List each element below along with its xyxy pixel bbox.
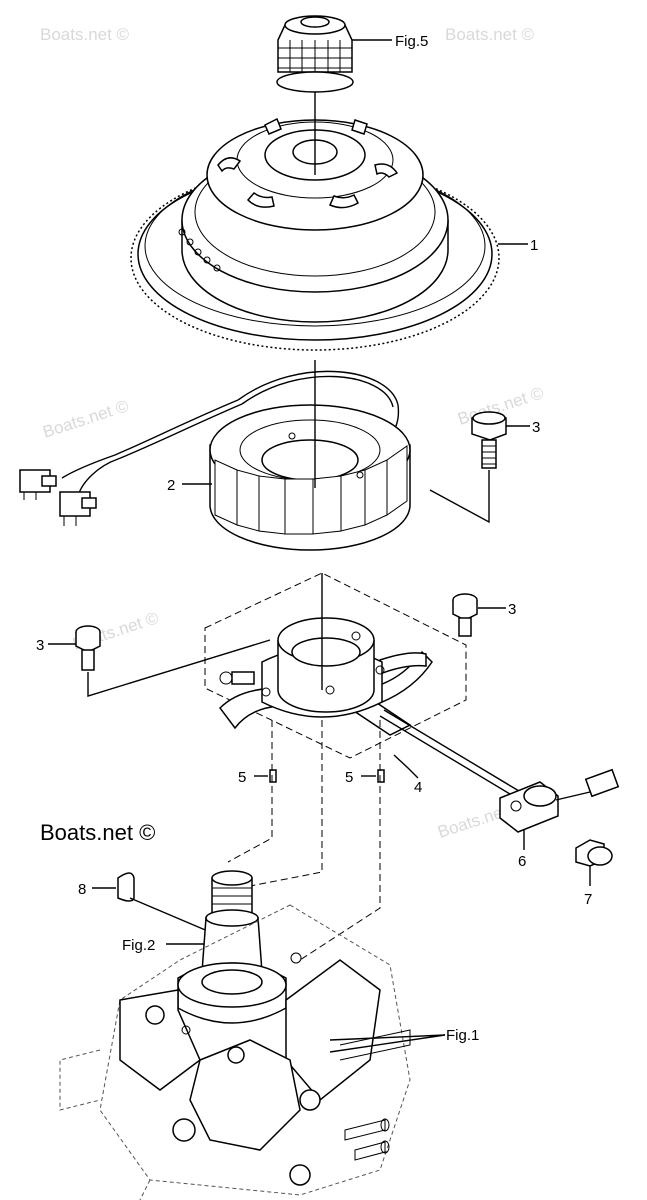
- callout-part-3: 3: [36, 637, 44, 654]
- callout-part-2: 2: [167, 477, 175, 494]
- flywheel-part-1: [130, 117, 500, 351]
- brand-watermark: Boats.net ©: [40, 820, 155, 845]
- lead-wire: [379, 715, 521, 801]
- bolt-part-3: [471, 411, 507, 469]
- lead-wire: [383, 709, 525, 795]
- callout-part-3: 3: [508, 601, 516, 618]
- alignment-line: [299, 720, 381, 961]
- connector-plug-right: [59, 491, 97, 526]
- dowel-pin-part-5: [377, 769, 385, 783]
- base-plate-part-4: [219, 617, 433, 736]
- pulley-nut-fig5: [276, 15, 354, 93]
- watermark: Boats.net ©: [40, 25, 130, 44]
- bolt-part-7: [575, 839, 613, 867]
- watermark: Boats.net ©: [445, 25, 535, 44]
- callout-fig1: Fig.1: [446, 1027, 479, 1044]
- bolt-part-3: [75, 625, 101, 671]
- callout-part-8: 8: [78, 881, 86, 898]
- assembly-outline: [204, 572, 467, 759]
- alignment-line: [239, 720, 323, 889]
- leader-line: [329, 1034, 446, 1053]
- callout-part-1: 1: [530, 237, 538, 254]
- alignment-line: [227, 720, 273, 863]
- sensor-part-6: [499, 768, 620, 833]
- watermark: Boats.net ©: [40, 396, 131, 442]
- callout-part-5: 5: [345, 769, 353, 786]
- callout-part-4: 4: [414, 779, 422, 796]
- leader-line: [129, 897, 211, 933]
- leader-line: [87, 639, 271, 697]
- leader-line: [393, 754, 419, 779]
- callout-part-5: 5: [238, 769, 246, 786]
- callout-fig5: Fig.5: [395, 33, 428, 50]
- callout-fig2: Fig.2: [122, 937, 155, 954]
- callout-part-3: 3: [532, 419, 540, 436]
- woodruff-key-part-8: [117, 872, 135, 902]
- callout-part-6: 6: [518, 853, 526, 870]
- bolt-part-3: [452, 593, 478, 637]
- leader-line: [429, 470, 490, 524]
- connector-plug-left: [19, 469, 57, 500]
- callout-part-7: 7: [584, 891, 592, 908]
- engine-block-fig1: [59, 904, 411, 1200]
- dowel-pin-part-5: [269, 769, 277, 783]
- crankshaft-fig2: [201, 870, 263, 973]
- stator-part-2: [61, 370, 411, 551]
